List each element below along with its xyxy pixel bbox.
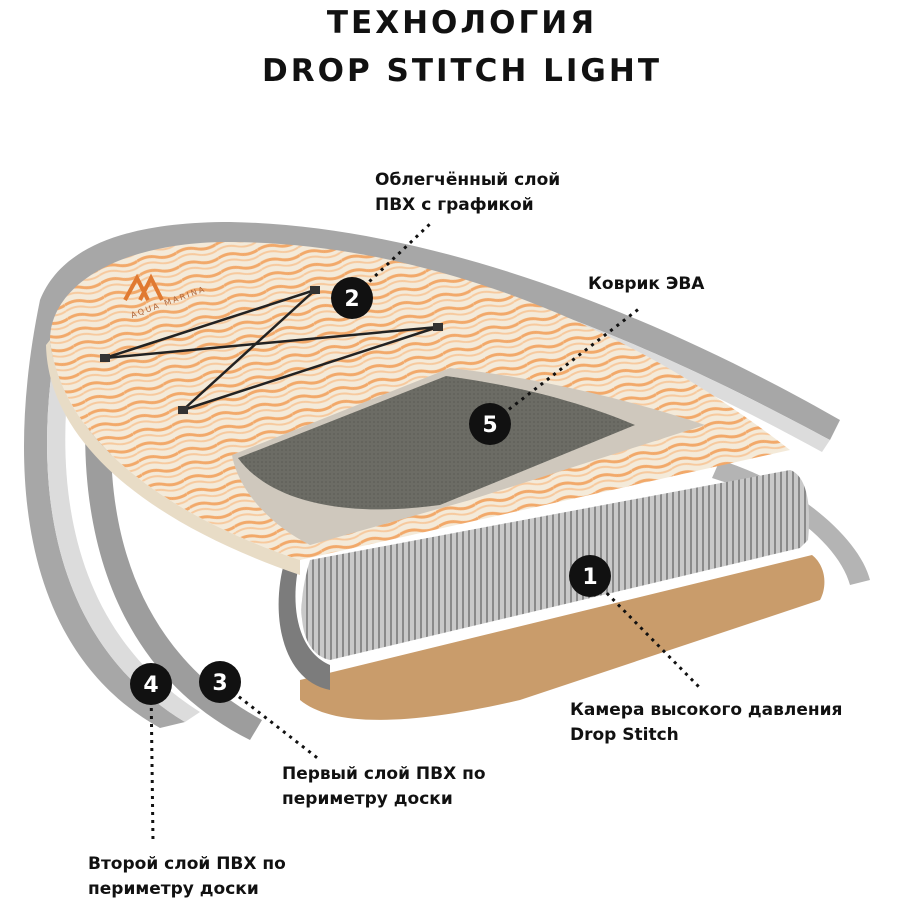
- pvc-layer-2-strip: [23, 222, 841, 728]
- callout-2-line-1: Облегчённый слой: [375, 170, 561, 190]
- callout-label-3: Первый слой ПВХ по периметру доски: [282, 762, 486, 812]
- leader-line-3: [219, 680, 321, 762]
- callout-label-4: Второй слой ПВХ по периметру доски: [88, 852, 286, 902]
- board-base: [300, 555, 825, 720]
- callout-label-5: Коврик ЭВА: [588, 272, 704, 297]
- title-line-1: ТЕХНОЛОГИЯ: [326, 5, 598, 41]
- callout-2-line-2: ПВХ с графикой: [375, 195, 534, 215]
- badge-4-number: 4: [143, 673, 158, 698]
- badge-4: 4: [130, 663, 172, 705]
- callout-4-line-2: периметру доски: [88, 879, 259, 899]
- drop-stitch-core: [301, 470, 810, 660]
- drop-stitch-wrap: [278, 560, 330, 690]
- callout-4-line-1: Второй слой ПВХ по: [88, 854, 286, 874]
- badge-5-number: 5: [482, 413, 497, 438]
- badge-3-number: 3: [212, 671, 227, 696]
- callout-3-line-2: периметру доски: [282, 789, 453, 809]
- callout-1-line-1: Камера высокого давления: [570, 700, 843, 720]
- pvc-layer-1-strip: [85, 268, 262, 740]
- deck-edge: [46, 340, 300, 575]
- callout-label-1: Камера высокого давления Drop Stitch: [570, 698, 842, 748]
- leader-line-1: [588, 574, 702, 690]
- badge-3: 3: [199, 661, 241, 703]
- bungee-cords: [104, 288, 439, 412]
- badge-2-number: 2: [344, 287, 359, 312]
- leader-line-4: [149, 683, 155, 843]
- eva-pad: [238, 376, 635, 510]
- badge-5: 5: [469, 403, 511, 445]
- callout-1-line-2: Drop Stitch: [570, 725, 679, 745]
- bungee-anchors: [100, 286, 443, 414]
- badge-1: 1: [569, 555, 611, 597]
- title-line-2: DROP STITCH LIGHT: [262, 53, 662, 89]
- callout-label-2: Облегчённый слой ПВХ с графикой: [375, 168, 560, 218]
- callout-3-line-1: Первый слой ПВХ по: [282, 764, 486, 784]
- badge-1-number: 1: [582, 565, 597, 590]
- badge-2: 2: [331, 277, 373, 319]
- callout-5-line-1: Коврик ЭВА: [588, 274, 705, 294]
